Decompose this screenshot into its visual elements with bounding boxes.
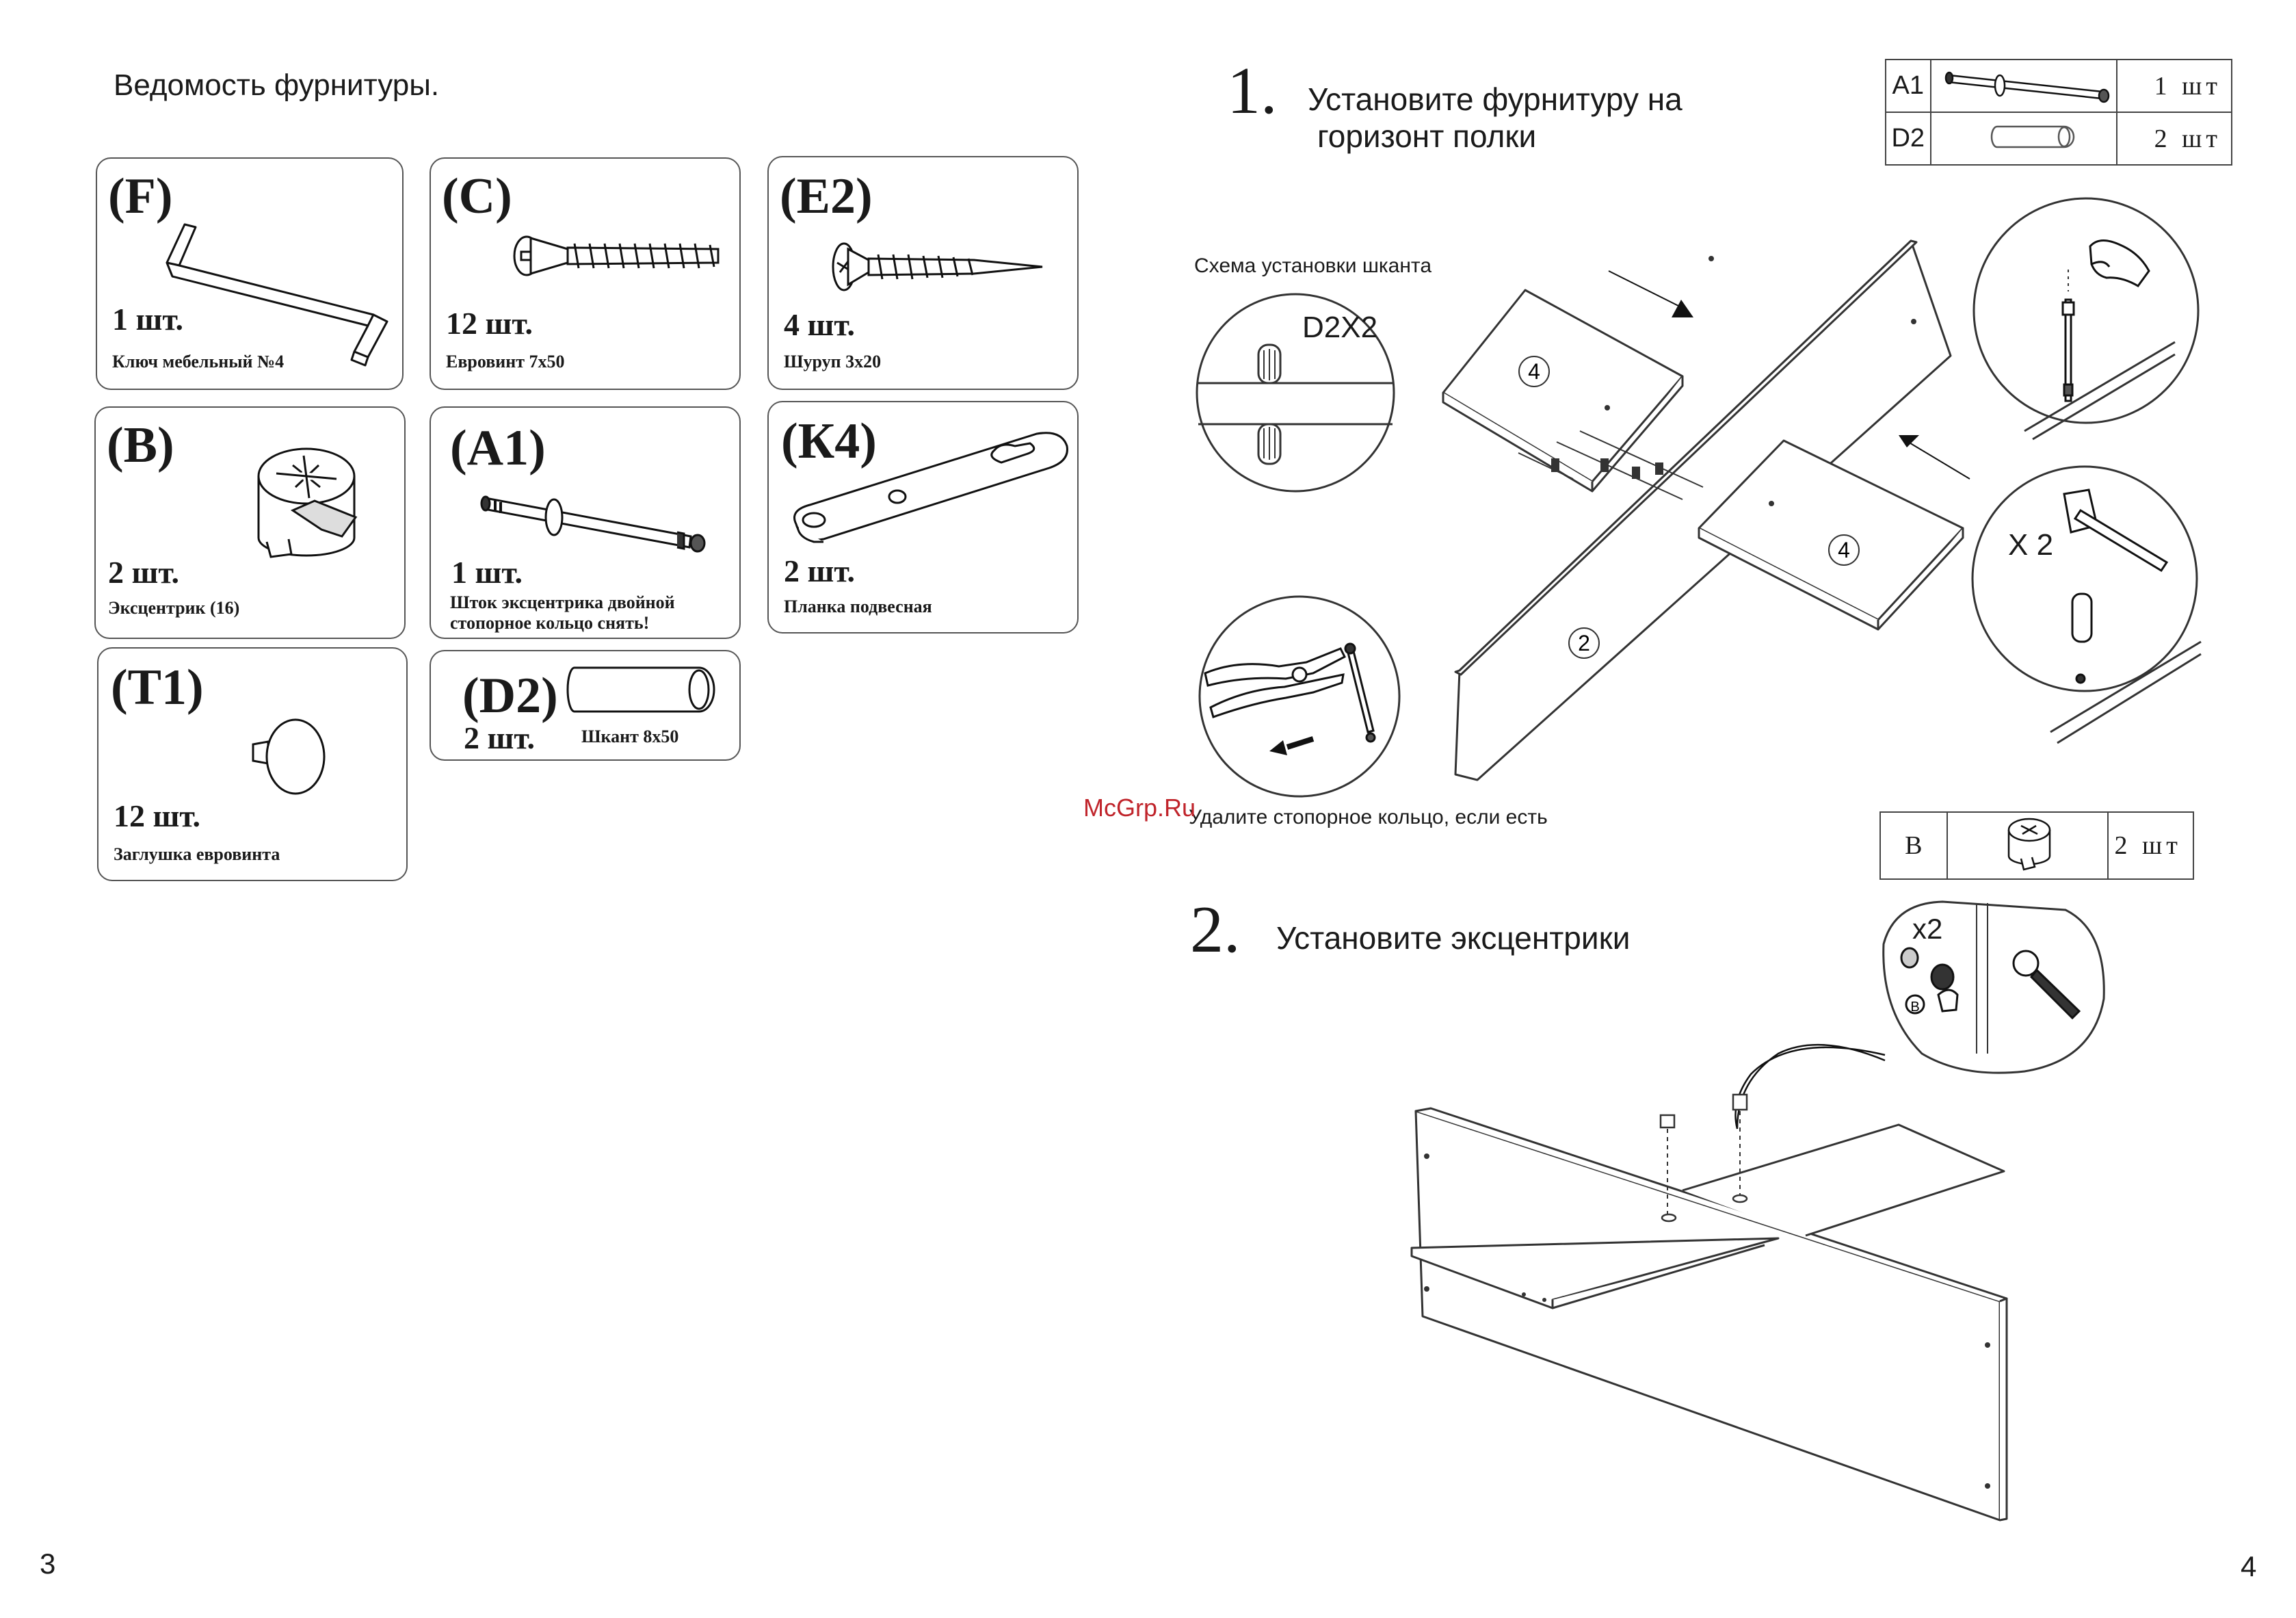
hw-code-cell: B xyxy=(1879,811,1948,880)
page-number-right: 4 xyxy=(2241,1550,2257,1582)
hardware-desc: Евровинт 7х50 xyxy=(446,352,565,371)
step2-title: Установите эксцентрики xyxy=(1276,920,1631,956)
step2-hardware-table: B 2 шт xyxy=(1879,811,2194,880)
hardware-desc: Эксцентрик (16) xyxy=(108,598,240,618)
step1-title-line1: Установите фурнитуру на xyxy=(1308,81,1683,117)
cam-rod-icon xyxy=(480,495,706,553)
cam-marker-label: B xyxy=(1910,1000,1919,1015)
step2-number: 2. xyxy=(1190,893,1241,967)
watermark: McGrp.Ru xyxy=(1083,794,1196,822)
hardware-qty: 1 шт. xyxy=(112,302,183,337)
dowel-icon xyxy=(566,666,715,713)
hardware-card-b: (B) 2 шт. Эксцентрик (16) xyxy=(94,406,406,639)
dowel-scheme-label: Схема установки шканта xyxy=(1194,255,1432,277)
step1-assembly-drawing: 4 4 2 xyxy=(1442,239,1970,781)
hardware-desc: Планка подвесная xyxy=(784,597,932,616)
hardware-code: (A1) xyxy=(450,420,546,476)
hardware-qty: 2 шт. xyxy=(784,553,855,588)
hardware-desc: Заглушка евровинта xyxy=(114,844,280,864)
hardware-code: (T1) xyxy=(111,660,204,716)
hardware-qty: 1 шт. xyxy=(451,555,523,590)
hardware-code: (B) xyxy=(107,417,174,473)
hw-image-cell xyxy=(1929,112,2117,166)
cam-lock-icon xyxy=(257,447,358,558)
hardware-desc-line1: Шток эксцентрика двойной xyxy=(450,592,675,612)
hardware-desc: Шкант 8х50 xyxy=(581,727,679,746)
hardware-code: (C) xyxy=(442,168,512,224)
hw-qty-cell: 2 шт xyxy=(2107,811,2194,880)
cap-plug-icon xyxy=(252,718,326,795)
cam-install-detail-circle: B xyxy=(1882,900,2105,1074)
hardware-desc-line2: стопорное кольцо снять! xyxy=(450,613,650,633)
hardware-code: (D2) xyxy=(462,668,558,724)
remove-ring-label: Удалите стопорное кольцо, если есть xyxy=(1189,806,1548,828)
hardware-card-k4: (К4) 2 шт. Планка подвесная xyxy=(767,401,1079,634)
dowel-insert-detail-circle xyxy=(1972,197,2200,441)
hardware-qty: 12 шт. xyxy=(446,306,533,341)
hw-qty-cell: 2 шт xyxy=(2115,112,2233,166)
step1-title-line2: горизонт полки xyxy=(1317,118,1537,154)
screw-icon xyxy=(832,242,1043,291)
hardware-qty: 2 шт. xyxy=(108,555,179,590)
hardware-code: (К4) xyxy=(781,413,877,469)
dowel-icon xyxy=(1990,125,2074,148)
hardware-card-d2: (D2) 2 шт. Шкант 8х50 xyxy=(430,650,741,761)
detail-count-label: x2 xyxy=(1912,913,1943,945)
hardware-desc: Шуруп 3х20 xyxy=(784,352,882,371)
hardware-qty: 4 шт. xyxy=(784,307,855,342)
hardware-qty: 2 шт. xyxy=(464,720,535,755)
eurobolt-icon xyxy=(513,235,720,276)
hardware-qty: 12 шт. xyxy=(114,798,200,833)
hw-qty-cell: 1 шт xyxy=(2115,59,2233,113)
hw-image-cell xyxy=(1946,811,2109,880)
hammer-count-label: X 2 xyxy=(2008,528,2054,562)
hw-code-cell: A1 xyxy=(1885,59,1931,113)
hardware-code: (E2) xyxy=(780,168,873,224)
hardware-card-a1: (A1) 1 шт. Шток эксцентрика двойной стоп… xyxy=(430,406,741,639)
dowel-detail-label: D2X2 xyxy=(1302,311,1378,344)
pliers-detail-circle xyxy=(1198,595,1401,798)
panel-number-labels: 4 4 2 xyxy=(1528,359,1850,655)
hardware-card-t1: (T1) 12 шт. Заглушка евровинта xyxy=(97,647,408,881)
hardware-list-title: Ведомость фурнитуры. xyxy=(114,68,440,102)
step1-number: 1. xyxy=(1227,54,1278,128)
hardware-card-f: (F) 1 шт. Ключ мебельный №4 xyxy=(96,157,404,390)
panel-label: 4 xyxy=(1838,538,1850,562)
hardware-card-e2: (E2) 4 шт. Шуруп 3х20 xyxy=(767,156,1079,390)
step1-hardware-table: A1 1 шт D2 2 шт xyxy=(1885,59,2233,166)
hammer-detail-circle xyxy=(1971,465,2202,744)
hardware-card-c: (C) 12 шт. Евровинт 7х50 xyxy=(430,157,741,390)
allen-key-icon xyxy=(166,223,388,367)
page-number-left: 3 xyxy=(40,1548,56,1580)
cam-rod-icon xyxy=(1944,71,2109,103)
hanging-plate-icon xyxy=(793,432,1068,543)
panel-label: 4 xyxy=(1528,359,1540,384)
dowel-detail-circle xyxy=(1196,293,1395,493)
cam-lock-icon xyxy=(2007,818,2050,871)
hw-code-cell: D2 xyxy=(1885,112,1931,166)
panel-label: 2 xyxy=(1578,631,1590,655)
hardware-desc: Ключ мебельный №4 xyxy=(112,352,285,371)
hw-image-cell xyxy=(1929,59,2117,113)
hardware-code: (F) xyxy=(108,168,173,224)
step2-assembly-drawing xyxy=(1410,1043,2008,1522)
